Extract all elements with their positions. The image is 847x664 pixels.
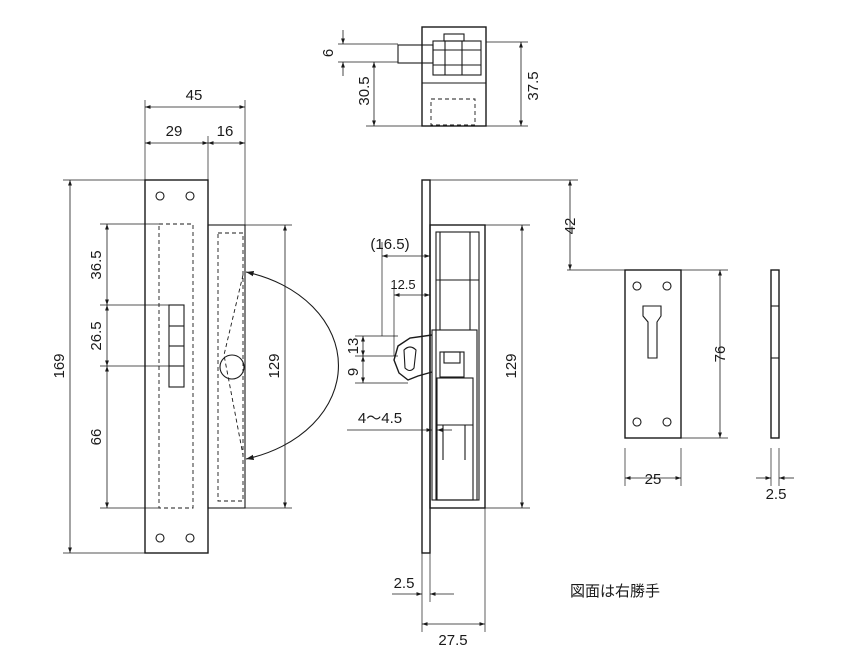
dim-76: 76 bbox=[712, 346, 729, 363]
dim-9: 9 bbox=[345, 368, 362, 376]
dim-height-169: 169 bbox=[51, 353, 68, 378]
dim-26-5: 26.5 bbox=[88, 321, 105, 350]
dim-top-6: 6 bbox=[320, 49, 337, 57]
drawing-note: 図面は右勝手 bbox=[570, 582, 660, 600]
dim-width-16: 16 bbox=[217, 123, 234, 140]
screw-hole bbox=[185, 191, 195, 201]
dim-12-5: 12.5 bbox=[390, 277, 415, 292]
strike-plate-view: 76 25 2.5 bbox=[624, 269, 794, 503]
top-view: 6 30.5 37.5 bbox=[320, 26, 542, 127]
dim-66: 66 bbox=[88, 429, 105, 446]
dim-front-129: 129 bbox=[266, 353, 283, 378]
dim-42: 42 bbox=[562, 218, 579, 235]
dim-width-45: 45 bbox=[186, 87, 203, 104]
side-view: 42 (16.5) 12.5 13 9 4～4.5 129 2. bbox=[345, 179, 625, 649]
dim-plate-2-5: 2.5 bbox=[766, 486, 787, 503]
dim-16-5: (16.5) bbox=[370, 236, 409, 253]
dim-13: 13 bbox=[345, 338, 362, 355]
dim-width-29: 29 bbox=[166, 123, 183, 140]
screw-hole bbox=[632, 281, 642, 291]
dim-25: 25 bbox=[645, 471, 662, 488]
dim-27-5: 27.5 bbox=[438, 632, 467, 649]
screw-hole bbox=[662, 281, 672, 291]
screw-hole bbox=[632, 417, 642, 427]
dim-top-37-5: 37.5 bbox=[525, 71, 542, 100]
dim-4-4-5: 4～4.5 bbox=[358, 410, 402, 427]
front-view: 45 29 16 169 36.5 26.5 66 129 bbox=[51, 87, 340, 554]
dim-36-5: 36.5 bbox=[88, 250, 105, 279]
dim-top-30-5: 30.5 bbox=[356, 76, 373, 105]
screw-hole bbox=[185, 533, 195, 543]
screw-hole bbox=[662, 417, 672, 427]
dim-side-129: 129 bbox=[503, 353, 520, 378]
dim-side-2-5: 2.5 bbox=[394, 575, 415, 592]
screw-hole bbox=[155, 191, 165, 201]
screw-hole bbox=[155, 533, 165, 543]
